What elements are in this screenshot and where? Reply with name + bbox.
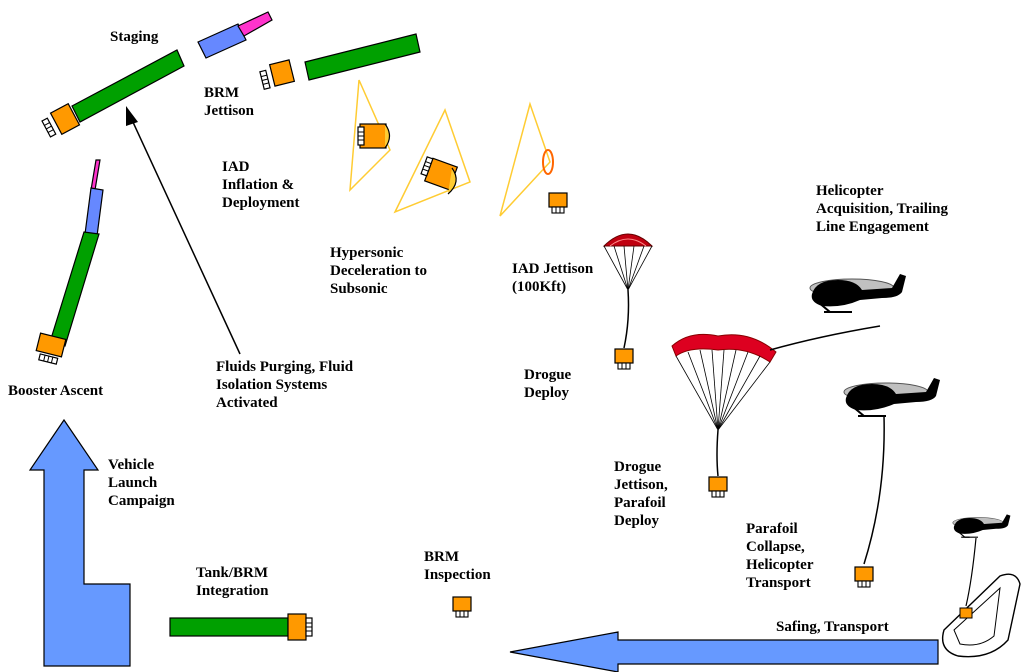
- label-line: Helicopter: [746, 557, 814, 573]
- label-iad-jettison: IAD Jettison (100Kft): [512, 260, 593, 296]
- label-line: Vehicle: [108, 457, 155, 473]
- pointer-arrow: [126, 106, 241, 355]
- brm-module-icon: [854, 566, 874, 588]
- recovery-boat-icon: [941, 573, 1021, 658]
- label-line: Launch: [108, 475, 158, 491]
- label-line: (100Kft): [512, 279, 567, 295]
- label-line: Collapse,: [746, 539, 805, 555]
- label-line: IAD: [222, 159, 250, 175]
- label-line: Drogue: [524, 367, 572, 383]
- label-line: Fluids Purging, Fluid: [216, 359, 354, 375]
- label-line: Campaign: [108, 493, 175, 509]
- label-line: Staging: [110, 29, 159, 45]
- brm-module-icon: [452, 596, 472, 618]
- label-line: Deploy: [614, 513, 659, 529]
- label-safing-transport: Safing, Transport: [776, 618, 889, 636]
- parafoil-icon: [671, 325, 881, 498]
- label-iad-inflation: IAD Inflation & Deployment: [222, 158, 300, 212]
- label-line: Line Engagement: [816, 219, 929, 235]
- label-line: BRM: [204, 85, 239, 101]
- flow-arrow-left: [509, 631, 939, 672]
- label-line: BRM: [424, 549, 459, 565]
- label-line: Subsonic: [330, 281, 388, 297]
- label-booster-ascent: Booster Ascent: [8, 382, 103, 400]
- label-line: Deceleration to: [330, 263, 428, 279]
- label-line: IAD Jettison: [512, 261, 594, 277]
- label-staging: Staging: [110, 28, 158, 46]
- label-line: Booster Ascent: [8, 383, 104, 399]
- label-line: Drogue: [614, 459, 662, 475]
- inflatable-aeroshell-icon: [349, 79, 391, 192]
- label-line: Activated: [216, 395, 278, 411]
- label-line: Deployment: [222, 195, 300, 211]
- label-line: Parafoil: [614, 495, 666, 511]
- helicopter-icon: [952, 513, 1012, 538]
- label-line: Inflation &: [222, 177, 295, 193]
- label-line: Helicopter: [816, 183, 884, 199]
- staging-rocket: [41, 49, 185, 138]
- helicopter-icon: [809, 273, 907, 313]
- inflatable-aeroshell-icon: [393, 108, 471, 214]
- jettisoned-booster: [259, 33, 421, 90]
- label-line: Deploy: [524, 385, 569, 401]
- label-line: Tank/BRM: [196, 565, 268, 581]
- integration-tank: [169, 613, 313, 641]
- label-line: Safing, Transport: [776, 619, 889, 635]
- iad-jettison-shell: [499, 101, 568, 217]
- label-line: Hypersonic: [330, 245, 404, 261]
- label-line: Jettison: [204, 103, 254, 119]
- upper-stage: [197, 11, 273, 59]
- label-line: Isolation Systems: [216, 377, 328, 393]
- label-line: Acquisition, Trailing: [816, 201, 948, 217]
- label-line: Inspection: [424, 567, 491, 583]
- label-brm-jettison: BRM Jettison: [204, 84, 254, 120]
- label-line: Transport: [746, 575, 811, 591]
- label-line: Jettison,: [614, 477, 668, 493]
- flow-arrow-up: [28, 418, 131, 667]
- label-line: Integration: [196, 583, 269, 599]
- label-brm-inspection: BRM Inspection: [424, 548, 491, 584]
- booster-ascent-rocket: [35, 159, 104, 365]
- label-tank-brm-integration: Tank/BRM Integration: [196, 564, 269, 600]
- helicopter-icon: [843, 377, 941, 565]
- drogue-parachute-icon: [602, 233, 654, 370]
- label-line: Parafoil: [746, 521, 798, 537]
